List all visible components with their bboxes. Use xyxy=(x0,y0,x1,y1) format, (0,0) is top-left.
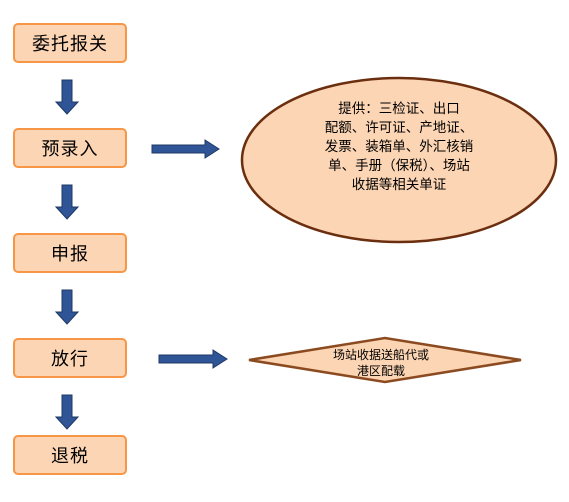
step-label: 委托报关 xyxy=(32,34,108,55)
oval-text: 提供：三检证、出口 配额、许可证、产地证、 发票、装箱单、外汇核销 单、手册（保… xyxy=(300,100,498,195)
oval-line: 提供：三检证、出口 xyxy=(338,101,460,117)
down-arrow-4 xyxy=(54,394,80,430)
loading-diamond xyxy=(248,336,522,384)
down-arrow-2 xyxy=(54,184,80,220)
down-arrow-1 xyxy=(54,79,80,115)
step-tax-refund: 退税 xyxy=(13,435,127,475)
oval-line: 单、手册（保税）、场站 xyxy=(328,158,470,174)
step-label: 放行 xyxy=(51,349,89,370)
step-pre-entry: 预录入 xyxy=(13,128,127,168)
down-arrow-3 xyxy=(54,289,80,325)
diamond-line: 港区配载 xyxy=(356,364,405,378)
step-release: 放行 xyxy=(13,338,127,378)
step-declare: 申报 xyxy=(13,233,127,273)
step-label: 退税 xyxy=(51,446,89,467)
right-arrow-to-oval xyxy=(151,139,220,159)
diamond-line: 场站收据送船代或 xyxy=(332,348,429,362)
oval-line: 发票、装箱单、外汇核销 xyxy=(324,139,474,155)
step-entrust-declaration: 委托报关 xyxy=(13,23,127,63)
step-label: 预录入 xyxy=(41,139,99,160)
oval-line: 收据等相关单证 xyxy=(351,177,447,193)
step-label: 申报 xyxy=(51,244,89,265)
right-arrow-to-diamond xyxy=(158,349,228,369)
diamond-text: 场站收据送船代或 港区配载 xyxy=(318,347,444,379)
documents-oval xyxy=(240,76,558,244)
oval-line: 配额、许可证、产地证、 xyxy=(324,120,474,136)
